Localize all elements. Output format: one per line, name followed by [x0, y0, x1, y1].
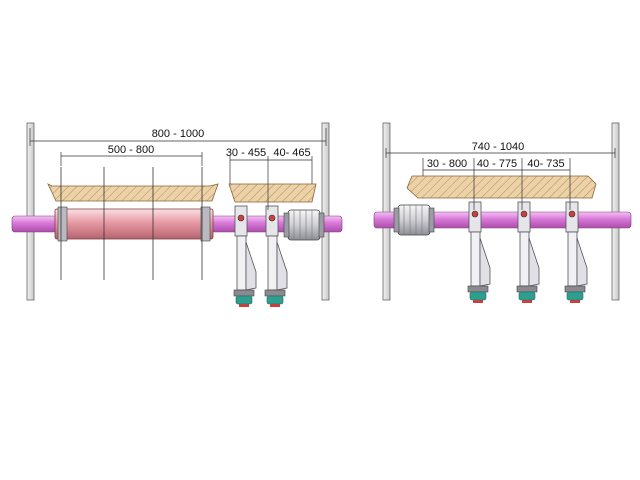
right-dim-spacing-1-label: 30 - 800 — [427, 158, 467, 170]
left-wall-a — [26, 122, 35, 301]
right-dim-spacing-2-label: 40 - 775 — [477, 158, 517, 170]
left-dim-spacing-2-label: 40- 465 — [273, 147, 310, 159]
left-drive-hub — [283, 209, 325, 241]
right-dim-spacing-3-label: 40- 735 — [527, 158, 564, 170]
left-table-small — [228, 183, 317, 203]
left-dim-spacing-1-label: 30 - 455 — [226, 147, 266, 159]
right-view: 740 - 1040 30 - 800 40 - 775 40- 735 — [373, 122, 632, 304]
left-dim-overall: 800 - 1000 — [29, 128, 327, 146]
right-dim-spacing: 30 - 800 40 - 775 40- 735 — [422, 158, 571, 210]
right-drive-hub — [393, 204, 435, 236]
left-roller — [54, 206, 214, 242]
right-dim-overall-label: 740 - 1040 — [472, 141, 525, 153]
left-dim-spacing-2: 40- 465 — [267, 147, 313, 210]
left-dim-roller-label: 500 - 800 — [108, 144, 154, 156]
left-dim-overall-label: 800 - 1000 — [152, 128, 205, 140]
right-wall-b — [611, 122, 620, 301]
left-dim-spacing-1: 30 - 455 — [226, 147, 268, 184]
left-wall-b — [321, 122, 330, 301]
left-table-main — [47, 183, 219, 202]
right-table — [406, 175, 597, 199]
right-dim-overall: 740 - 1040 — [385, 141, 616, 158]
left-view: 800 - 1000 500 - 800 30 - 455 40- 465 — [11, 122, 343, 308]
right-wall-a — [382, 122, 391, 301]
left-dim-roller: 500 - 800 — [60, 144, 203, 166]
